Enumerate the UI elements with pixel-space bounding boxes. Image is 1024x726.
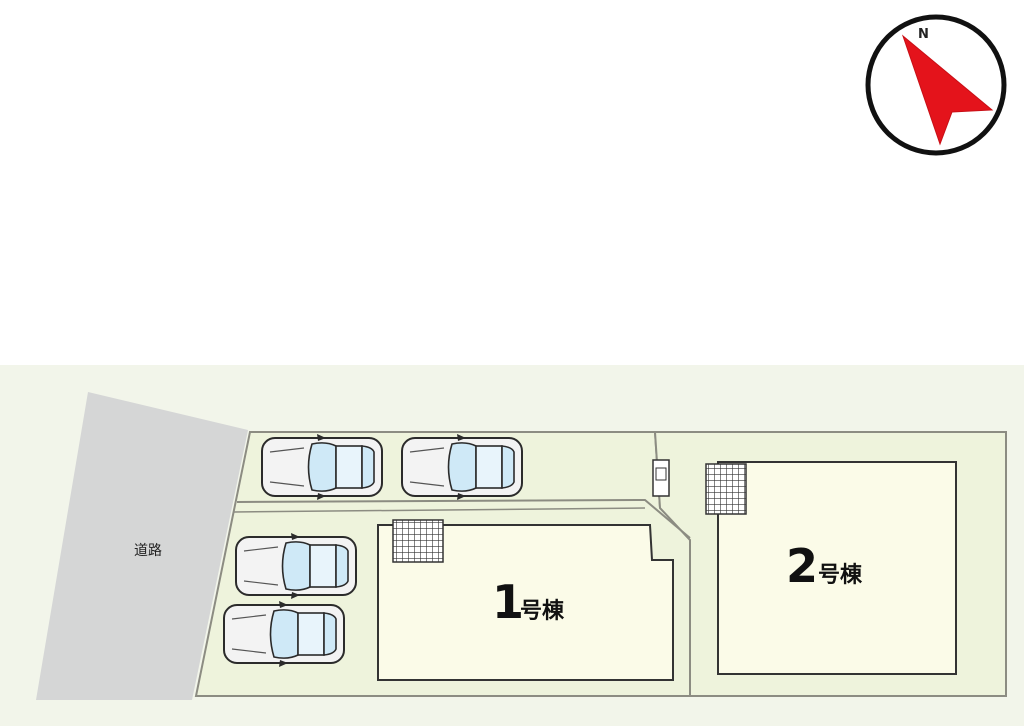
north-arrow-icon: N: [865, 14, 1007, 156]
building-2-suffix: 号棟: [818, 562, 863, 588]
grating-icon: [392, 519, 444, 563]
building-1-suffix: 号棟: [520, 598, 565, 624]
road: [36, 392, 248, 700]
building-1-label: 1 号棟: [492, 575, 565, 629]
car-icon: [223, 600, 345, 668]
road-label: 道路: [134, 543, 162, 559]
building-2: [717, 461, 957, 675]
grating-icon: [705, 463, 747, 515]
north-label: N: [918, 27, 929, 42]
car-icon: [261, 433, 383, 501]
building-1: [377, 524, 674, 681]
building-2-number: 2: [786, 539, 818, 593]
car-icon: [401, 433, 523, 501]
utility-box: [652, 459, 670, 497]
building-1-number: 1: [492, 575, 524, 629]
building-2-label: 2 号棟: [786, 539, 863, 593]
car-icon: [235, 532, 357, 600]
